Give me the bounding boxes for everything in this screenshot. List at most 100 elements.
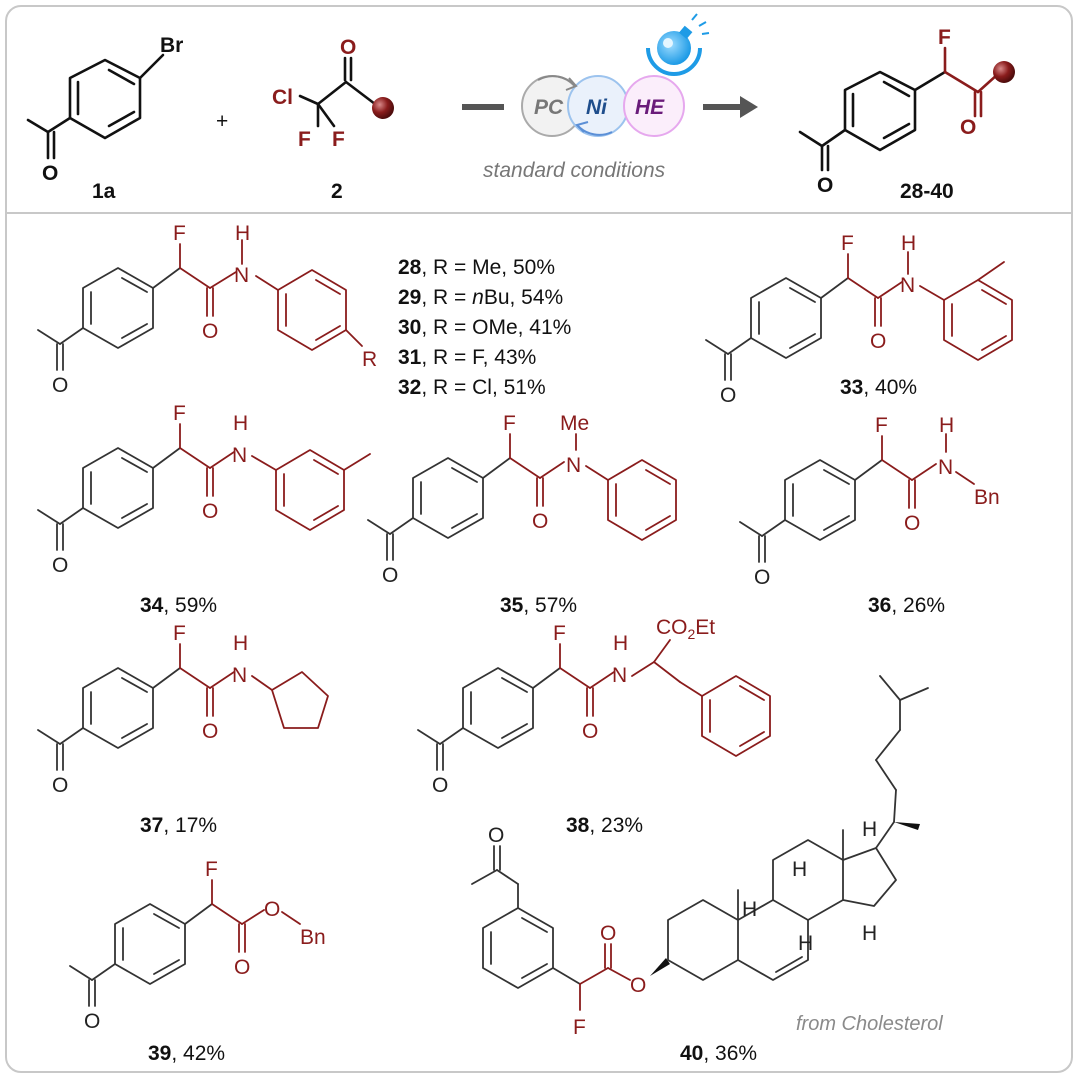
series-30: 30, R = OMe, 41% [398, 316, 571, 339]
atom-o2: O [817, 174, 833, 197]
atom-bn: Bn [300, 926, 326, 949]
atom-f: F [503, 412, 516, 435]
atom-f: F [573, 1016, 586, 1039]
atom-o: O [42, 162, 58, 185]
label-38: 38, 23% [566, 814, 643, 837]
atom-o-ester: O [630, 974, 646, 997]
atom-o2: O [84, 1010, 100, 1033]
reaction-arrow [703, 96, 758, 118]
atom-h3: H [742, 898, 757, 921]
atom-br: Br [160, 34, 183, 57]
label-1a: 1a [92, 180, 116, 203]
atom-r: R [362, 348, 377, 371]
series-32: 32, R = Cl, 51% [398, 376, 546, 399]
label-40: 40, 36% [680, 1042, 757, 1065]
atom-o2: O [382, 564, 398, 587]
r-group-ball [372, 97, 394, 119]
label-36: 36, 26% [868, 594, 945, 617]
atom-o2: O [754, 566, 770, 589]
atom-o: O [904, 512, 920, 535]
series-28: 28, R = Me, 50% [398, 256, 555, 279]
atom-o2: O [52, 774, 68, 797]
atom-o: O [202, 500, 218, 523]
atom-o1: O [960, 116, 976, 139]
atom-o: O [340, 36, 356, 59]
atom-o: O [532, 510, 548, 533]
atom-h: H [613, 632, 628, 655]
label-28-40: 28-40 [900, 180, 954, 203]
atom-f: F [553, 622, 566, 645]
anilide-series-list: 28, R = Me, 50% 29, R = nBu, 54% 30, R =… [398, 256, 571, 399]
atom-h4: H [798, 932, 813, 955]
atom-me: Me [560, 412, 589, 435]
atom-f: F [173, 622, 186, 645]
reactant-1a: Br O [26, 34, 183, 185]
label-34: 34, 59% [140, 594, 217, 617]
atom-o: O [202, 320, 218, 343]
atom-o: O [202, 720, 218, 743]
atom-o2: O [488, 824, 504, 847]
atom-h1: H [862, 818, 877, 841]
atom-o: O [870, 330, 886, 353]
compound-39: F O Bn O O [69, 858, 326, 1033]
atom-n: N [938, 456, 953, 479]
atom-f1: F [298, 128, 311, 151]
label-37: 37, 17% [140, 814, 217, 837]
plus-sign: + [216, 110, 228, 133]
atom-h2: H [792, 858, 807, 881]
atom-f: F [938, 26, 951, 49]
dash-line [462, 104, 504, 110]
atom-n: N [232, 664, 247, 687]
label-35: 35, 57% [500, 594, 577, 617]
atom-n: N [900, 274, 915, 297]
series-31: 31, R = F, 43% [398, 346, 536, 369]
compound-36: F H N Bn O O [739, 414, 1000, 589]
catalyst-system: PC Ni HE [521, 75, 685, 137]
atom-f2: F [332, 128, 345, 151]
atom-o: O [234, 956, 250, 979]
compound-38: F H N CO2Et O O [417, 616, 771, 797]
label-39: 39, 42% [148, 1042, 225, 1065]
compound-35: F Me N O O [367, 412, 677, 587]
compound-33: F H N O O [705, 232, 1013, 407]
catalyst-pc: PC [534, 96, 564, 119]
scheme-frame [5, 5, 1073, 1073]
atom-n: N [566, 454, 581, 477]
atom-f: F [173, 222, 186, 245]
compound-28-32: F H N O O R [37, 222, 377, 397]
atom-o2: O [52, 554, 68, 577]
atom-o2: O [720, 384, 736, 407]
atom-o-ester: O [264, 898, 280, 921]
atom-h: H [233, 412, 248, 435]
atom-f: F [205, 858, 218, 881]
atom-h: H [939, 414, 954, 437]
reactant-2: Cl F F O [272, 36, 394, 151]
series-29: 29, R = nBu, 54% [398, 286, 563, 309]
atom-o: O [600, 922, 616, 945]
atom-h: H [235, 222, 250, 245]
compound-40: H H H H H F O O O [471, 675, 929, 1039]
compound-37: F H N O O [37, 622, 329, 797]
conditions-text: standard conditions [483, 159, 666, 182]
atom-o: O [582, 720, 598, 743]
atom-bn: Bn [974, 486, 1000, 509]
atom-h: H [233, 632, 248, 655]
label-2: 2 [331, 180, 343, 203]
product-general: F O O [798, 26, 1015, 197]
atom-h5: H [862, 922, 877, 945]
atom-o2: O [432, 774, 448, 797]
catalyst-he: HE [635, 96, 665, 119]
r-group-ball [993, 61, 1015, 83]
atom-n: N [234, 264, 249, 287]
light-bulb-icon [646, 13, 710, 76]
atom-h: H [901, 232, 916, 255]
atom-cl: Cl [272, 86, 293, 109]
atom-n: N [612, 664, 627, 687]
catalyst-ni: Ni [586, 96, 608, 119]
atom-co2et: CO2Et [656, 616, 715, 642]
atom-f: F [841, 232, 854, 255]
label-33: 33, 40% [840, 376, 917, 399]
atom-o2: O [52, 374, 68, 397]
cholesterol-note: from Cholesterol [796, 1013, 943, 1035]
